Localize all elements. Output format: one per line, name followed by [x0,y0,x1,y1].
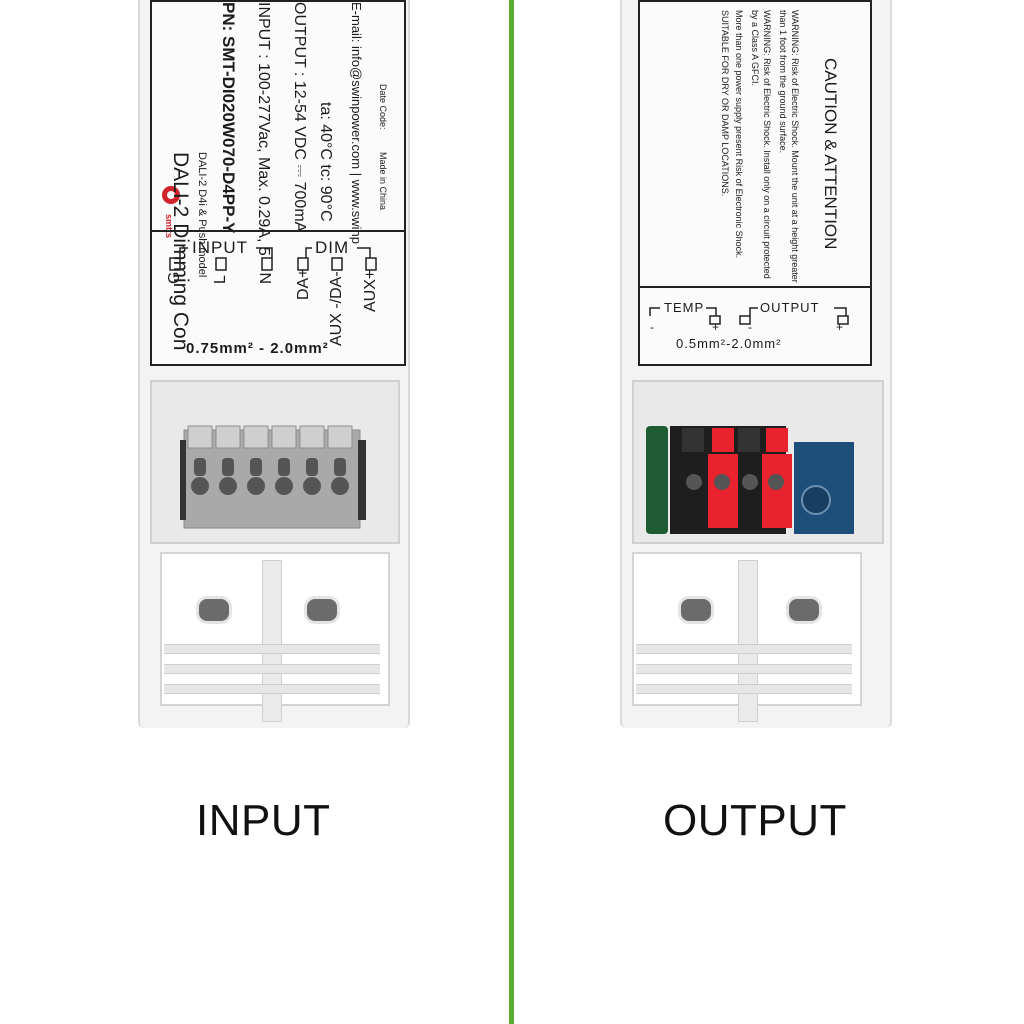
temp-group-label: TEMP [664,300,705,315]
warning-gfci: WARNING: Risk of Electric Shock. Install… [762,10,772,279]
output-terminal-legend-brackets [649,307,849,325]
terminal-legend-brackets [169,247,377,271]
warning-dry-damp: SUITABLE FOR DRY OR DAMP LOCATIONS. [720,10,730,197]
output-grip-rib-3 [636,684,852,694]
input-push-terminal-block [180,425,366,529]
dim-group-label: DIM [315,238,350,257]
out-plus: + [836,320,844,334]
contact-email: E-mail: info@swinpower.com | www.swinp [349,2,364,244]
term-aux-minus-da-minus: AUX -/DA- [328,271,345,346]
warning-electric-shock-height-2: than 1 foot from the ground surface. [778,10,788,154]
output-mount-hole-left [678,596,714,624]
wire-size-input: 0.75mm² - 2.0mm² [186,340,329,357]
input-grip-rib-3 [164,684,380,694]
output-center-clip [738,560,758,722]
output-grip-rib-2 [636,664,852,674]
part-number: PN: SMT-DI020W070-D4PP-Y [219,2,238,234]
input-group-label: INPUT [192,238,248,257]
input-caption: INPUT [196,796,331,845]
term-n: N [258,272,275,284]
warning-multiple-supplies: More than one power supply present Risk … [734,10,744,259]
made-in: Made in China [378,152,388,211]
output-push-terminal-block [646,426,854,534]
output-grip-rib-1 [636,644,852,654]
output-rating: OUTPUT : 12-54 VDC ⎓ 700mA [291,2,308,233]
input-mount-hole-left [196,596,232,624]
center-divider [509,0,514,1024]
warning-gfci-2: by a Class A GFCI. [750,10,760,87]
out-minus: - [748,320,752,334]
wire-size-output: 0.5mm²-2.0mm² [676,336,782,351]
caution-title: CAUTION & ATTENTION [821,58,840,250]
temp-minus: - [650,320,654,334]
output-caption: OUTPUT [663,796,847,845]
date-code: Date Code: [378,84,388,130]
label-divider-right [640,286,870,288]
input-mount-hole-right [304,596,340,624]
term-da-plus: DA+ [295,268,312,300]
input-center-clip [262,560,282,722]
output-group-label: OUTPUT [760,300,820,315]
output-driver-label: CAUTION & ATTENTION WARNING: Risk of Ele… [638,0,872,366]
term-aux-plus: AUX+ [362,269,379,312]
term-l: L [212,275,229,284]
term-g: G [166,271,183,284]
input-grip-rib-1 [164,644,380,654]
input-grip-rib-2 [164,664,380,674]
smtts-logo-icon [162,186,180,204]
input-driver-label: smtts DALI-2 Dimming Con DALI-2 D4i & Pu… [150,0,406,366]
temp-plus: + [712,320,720,334]
warning-electric-shock-height: WARNING: Risk of Electric Shock. Mount t… [790,10,800,283]
output-mount-hole-right [786,596,822,624]
input-rating: INPUT : 100-277Vac, Max. 0.29A, 5 [255,2,272,256]
label-divider [152,230,404,232]
temperature-rating: ta: 40°C tc: 90°C [317,102,334,222]
